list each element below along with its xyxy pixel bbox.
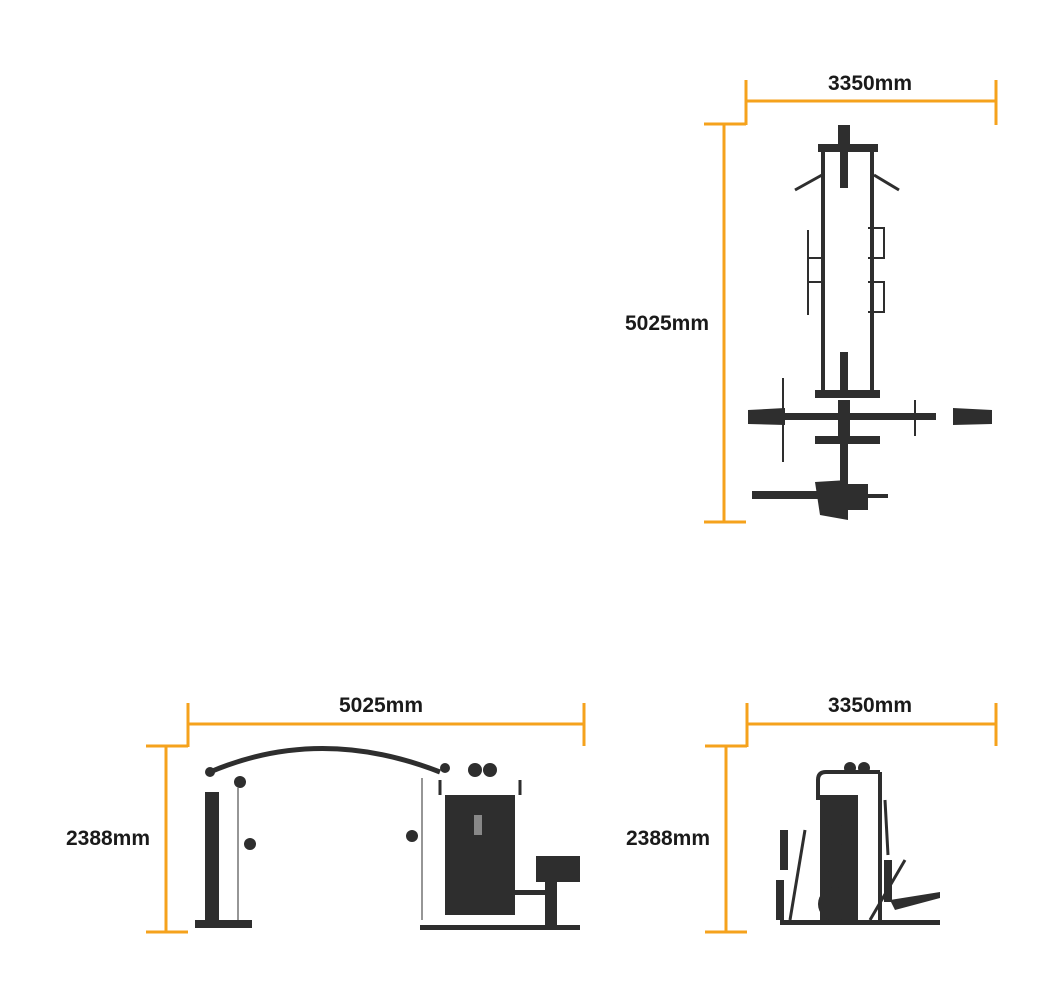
machine-side-view — [776, 762, 940, 925]
front-height-line — [146, 744, 188, 934]
front-height-label: 2388mm — [66, 827, 150, 850]
top-width-label: 3350mm — [828, 72, 912, 95]
machine-top-view — [748, 125, 992, 520]
top-width-line — [744, 80, 998, 125]
front-width-label: 5025mm — [339, 694, 423, 717]
side-height-label: 2388mm — [626, 827, 710, 850]
top-view-dimensions: 3350mm 5025mm — [625, 72, 998, 524]
machine-front-view — [195, 746, 580, 930]
top-depth-label: 5025mm — [625, 312, 709, 335]
front-width-line — [186, 703, 586, 747]
side-view-dimensions: 3350mm 2388mm — [626, 694, 998, 934]
side-width-line — [745, 703, 998, 747]
top-depth-line — [704, 122, 746, 524]
side-height-line — [705, 744, 747, 934]
front-view-dimensions: 5025mm 2388mm — [66, 694, 586, 934]
side-width-label: 3350mm — [828, 694, 912, 717]
